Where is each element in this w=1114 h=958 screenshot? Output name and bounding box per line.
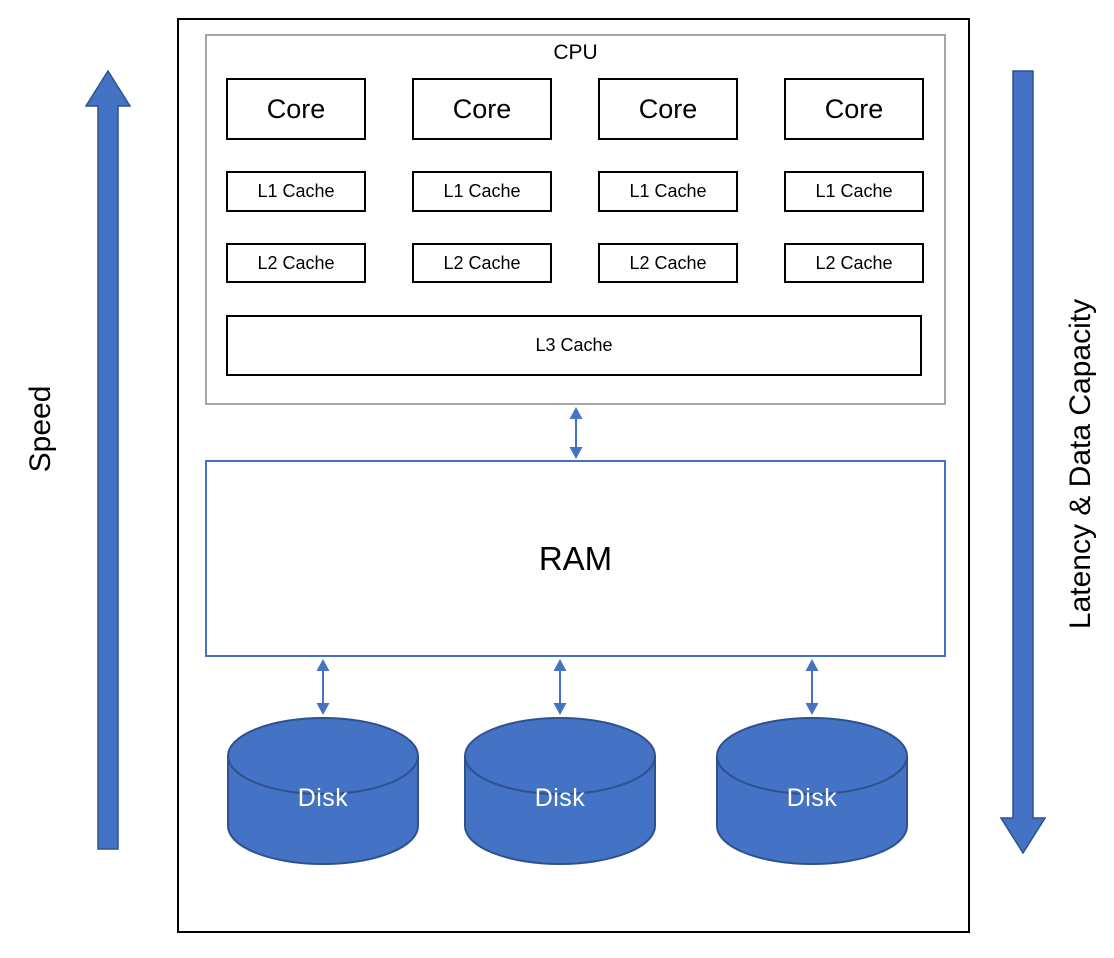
core-block: Core bbox=[226, 78, 366, 140]
cylinder-icon bbox=[716, 717, 908, 865]
ram-disk-arrow-icon bbox=[553, 659, 567, 715]
disk-label: Disk bbox=[786, 784, 838, 812]
core-block: Core bbox=[412, 78, 552, 140]
cylinder-icon bbox=[464, 717, 656, 865]
ram-disk-arrow-icon bbox=[805, 659, 819, 715]
latency-axis-label: Latency & Data Capacity bbox=[1064, 298, 1097, 630]
cpu-ram-arrow-icon bbox=[569, 407, 583, 459]
disk-cylinder: Disk bbox=[226, 716, 420, 866]
speed-axis-label: Speed bbox=[24, 385, 57, 473]
speed-arrow-up-icon bbox=[85, 70, 131, 850]
disk-cylinder: Disk bbox=[715, 716, 909, 866]
cpu-block: CPU Core Core Core Core L1 Cache L1 Cach… bbox=[205, 34, 946, 405]
ram-disk-arrow-icon bbox=[316, 659, 330, 715]
disk-label: Disk bbox=[297, 784, 349, 812]
l1-cache-block: L1 Cache bbox=[784, 171, 924, 212]
l1-cache-block: L1 Cache bbox=[412, 171, 552, 212]
cylinder-icon bbox=[227, 717, 419, 865]
latency-arrow-down-icon bbox=[1000, 70, 1046, 854]
l1-cache-block: L1 Cache bbox=[598, 171, 738, 212]
core-block: Core bbox=[784, 78, 924, 140]
core-block: Core bbox=[598, 78, 738, 140]
l2-cache-block: L2 Cache bbox=[226, 243, 366, 283]
disk-cylinder: Disk bbox=[463, 716, 657, 866]
l2-cache-block: L2 Cache bbox=[784, 243, 924, 283]
disk-label: Disk bbox=[534, 784, 586, 812]
l3-cache-block: L3 Cache bbox=[226, 315, 922, 376]
l2-cache-block: L2 Cache bbox=[412, 243, 552, 283]
cpu-label: CPU bbox=[553, 41, 598, 64]
ram-block: RAM bbox=[205, 460, 946, 657]
l1-cache-block: L1 Cache bbox=[226, 171, 366, 212]
l2-cache-block: L2 Cache bbox=[598, 243, 738, 283]
